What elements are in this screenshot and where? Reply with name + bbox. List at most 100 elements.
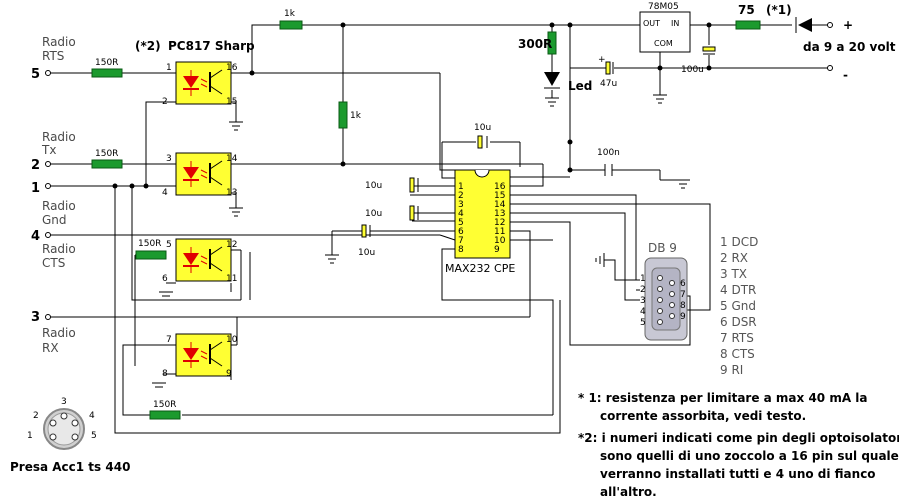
db9-pin-icon (657, 275, 663, 281)
opto-led-icon (183, 348, 199, 360)
db9-pin-icon (669, 313, 675, 319)
db9-legend-item: 5 Gnd (720, 299, 756, 313)
opto-led-icon (183, 76, 199, 88)
resistor-label: 75 (738, 3, 755, 17)
ground-icon (595, 253, 605, 267)
socket-pin-label: 1 (27, 431, 33, 441)
ic-pin-label: 3 (458, 200, 464, 210)
resistor-150r-rx (149, 410, 181, 420)
db9-pin-icon (657, 286, 663, 292)
capacitor-polarity: + (598, 55, 606, 65)
db9-pin-label: 1 (640, 274, 646, 284)
note-2-line: all'altro. (600, 485, 657, 497)
ground-icon (653, 94, 667, 104)
socket-pin-label: 2 (33, 411, 39, 421)
capacitor-label: 100u (681, 65, 704, 75)
socket-pin-label: 4 (89, 411, 95, 421)
radio-pin-name: Tx (41, 143, 56, 157)
supply-diode (795, 17, 812, 33)
notes: * 1: resistenza per limitare a max 40 mA… (578, 391, 899, 497)
db9-pin-icon (669, 302, 675, 308)
db9-pin-label: 4 (640, 307, 646, 317)
opto-pin-label: 12 (226, 240, 237, 250)
resistor-label: 150R (153, 400, 176, 410)
capacitor-10u (409, 177, 415, 193)
ic-pin-label: 8 (458, 245, 464, 255)
opto-pin-label: 3 (166, 154, 172, 164)
opto-pin-label: 4 (162, 188, 168, 198)
ic-pin-label: 10 (494, 236, 506, 246)
opto-note: (*2) (135, 39, 161, 53)
opto-body (175, 61, 232, 105)
capacitor-label: 10u (365, 181, 382, 191)
db9-legend-item: 1 DCD (720, 235, 758, 249)
resistor-label: 300R (518, 37, 552, 51)
regulator-in: IN (671, 19, 679, 28)
socket-pin-label: 3 (61, 397, 67, 407)
regulator-body (639, 11, 691, 53)
capacitor-47u (605, 61, 611, 75)
opto-part: PC817 Sharp (168, 39, 255, 53)
db9-pin-label: 5 (640, 318, 646, 328)
max232-body (454, 169, 511, 259)
db9-pin-label: 3 (640, 296, 646, 306)
ic-pin-label: 11 (494, 227, 505, 237)
radio-pin-name: RTS (42, 49, 64, 63)
ground-icon (152, 382, 166, 388)
radio-pin-number: 1 (31, 181, 40, 196)
resistor-1k-top (279, 20, 303, 30)
opto-pin-label: 9 (226, 369, 232, 379)
capacitor-label: 47u (600, 79, 617, 89)
regulator-part: 78M05 (648, 2, 679, 12)
opto-body (175, 333, 232, 377)
supply-plus: + (843, 18, 853, 32)
opto-body (175, 238, 232, 282)
db9-face (651, 267, 681, 331)
supply-terminals: + - da 9 a 20 volt (803, 18, 896, 82)
led-label: Led (568, 79, 592, 93)
capacitor-label: 10u (365, 209, 382, 219)
note-2-line: sono quelli di uno zoccolo a 16 pin sul … (600, 449, 899, 463)
db9-legend-item: 8 CTS (720, 347, 755, 361)
ground-symbols (152, 94, 690, 388)
db9-legend-item: 2 RX (720, 251, 748, 265)
ic-pin-label: 1 (458, 182, 464, 192)
radio-pin-number: 5 (31, 67, 40, 82)
capacitor-10u (361, 224, 367, 238)
opto-pin-label: 11 (226, 274, 237, 284)
opto-pin-label: 15 (226, 97, 237, 107)
resistor-label: 150R (138, 239, 161, 249)
ic-pin-label: 6 (458, 227, 464, 237)
ic-pin-label: 7 (458, 236, 464, 246)
resistor-label: 1k (284, 9, 296, 19)
db9-pin-icon (657, 308, 663, 314)
note-2-line: verranno installati tutti e 4 uno di fia… (600, 467, 876, 481)
radio-pin-name: RX (42, 341, 59, 355)
supply-range: da 9 a 20 volt (803, 40, 896, 54)
resistor-75 (735, 20, 761, 30)
radio-pin-number: 4 (31, 229, 40, 244)
db9-pin-icon (657, 297, 663, 303)
capacitor-label: 10u (358, 248, 375, 258)
ground-icon (545, 97, 559, 107)
status-led: Led (544, 72, 592, 93)
ic-pin-label: 15 (494, 191, 505, 201)
db9-legend-item: 7 RTS (720, 331, 754, 345)
socket-pin-label: 5 (91, 431, 97, 441)
ic-pin-label: 13 (494, 209, 505, 219)
opto-pin-label: 13 (226, 188, 237, 198)
db9-pin-label: 8 (680, 301, 686, 311)
ic-pin-label: 2 (458, 191, 464, 201)
opto-led-icon (183, 253, 199, 265)
db9-pin-icon (669, 291, 675, 297)
connector-terminals (45, 22, 833, 320)
led-icon (544, 72, 560, 86)
radio-pin-name: Radio (42, 130, 76, 144)
db9-legend-item: 4 DTR (720, 283, 756, 297)
capacitor-label: 10u (474, 123, 491, 133)
ground-icon (325, 254, 339, 264)
capacitor-10u (409, 205, 415, 221)
db9-pin-label: 6 (680, 279, 686, 289)
